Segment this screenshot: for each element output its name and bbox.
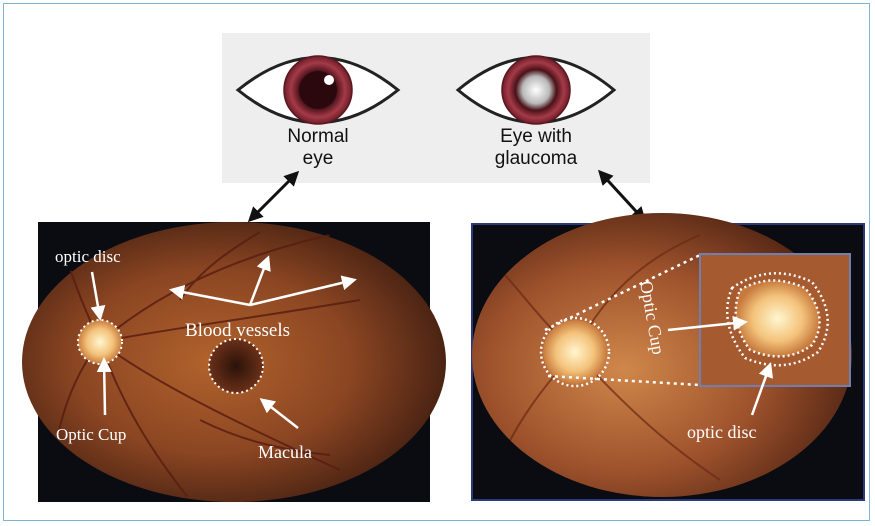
normal-eye-label-line1: Normal — [287, 126, 348, 147]
eye-comparison-panel: Normal eye Eye with glaucoma — [222, 33, 650, 183]
right-optic-disc — [543, 320, 607, 384]
glaucoma-eye-label-line2: glaucoma — [495, 148, 578, 169]
optic-disc-label: optic disc — [55, 247, 121, 266]
glaucoma-optic-disc-label: optic disc — [687, 422, 757, 442]
macula-label: Macula — [258, 442, 312, 462]
normal-fundus-image: optic disc Blood vessels Optic Cup Macul… — [22, 222, 446, 502]
glaucoma-fundus-image: Optic Cup optic disc — [472, 213, 864, 500]
inset-optic-cup — [736, 280, 820, 356]
optic-cup-label: Optic Cup — [56, 425, 126, 444]
glaucoma-eye-label-line1: Eye with — [500, 126, 572, 147]
normal-eye-label-line2: eye — [303, 148, 334, 169]
blood-vessels-label: Blood vessels — [185, 320, 290, 341]
